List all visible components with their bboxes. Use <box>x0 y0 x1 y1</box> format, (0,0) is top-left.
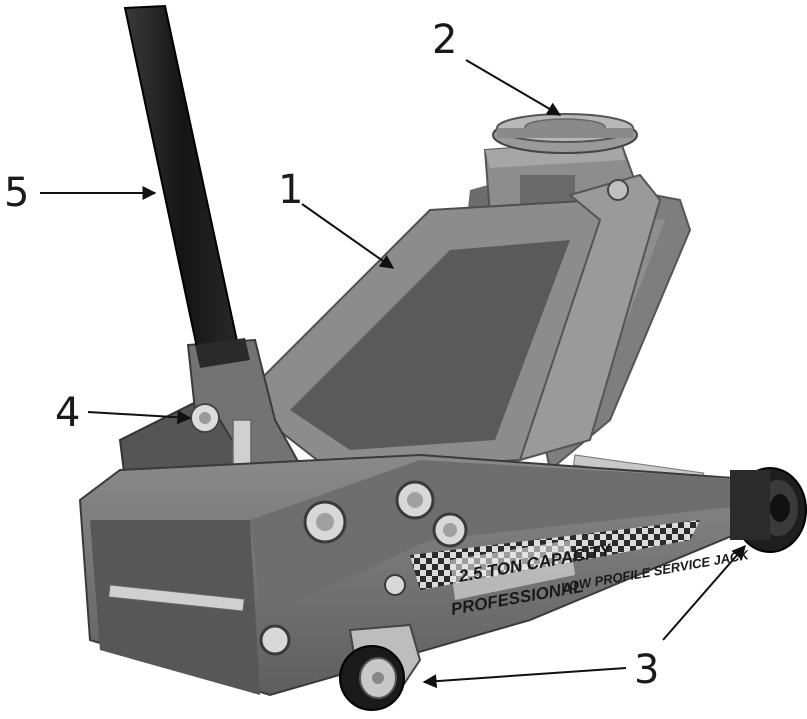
leader-4 <box>87 410 192 425</box>
callout-1-label: 1 <box>278 167 304 213</box>
handle <box>123 4 250 368</box>
callout-2-label: 2 <box>432 17 458 63</box>
callout-leaders <box>40 59 746 689</box>
callout-5-label: 5 <box>4 170 30 216</box>
callout-3-label: 3 <box>634 647 660 693</box>
leader-3a <box>662 544 746 641</box>
front-caster <box>339 623 422 711</box>
leader-3b <box>422 667 627 689</box>
callout-4-label: 4 <box>55 390 81 436</box>
rear-wheel <box>730 467 807 553</box>
release-valve <box>190 403 220 433</box>
saddle <box>492 113 638 154</box>
leader-1 <box>301 203 395 269</box>
frame-bolts <box>259 480 468 656</box>
lift-arm <box>238 173 662 472</box>
leader-2 <box>465 59 562 116</box>
